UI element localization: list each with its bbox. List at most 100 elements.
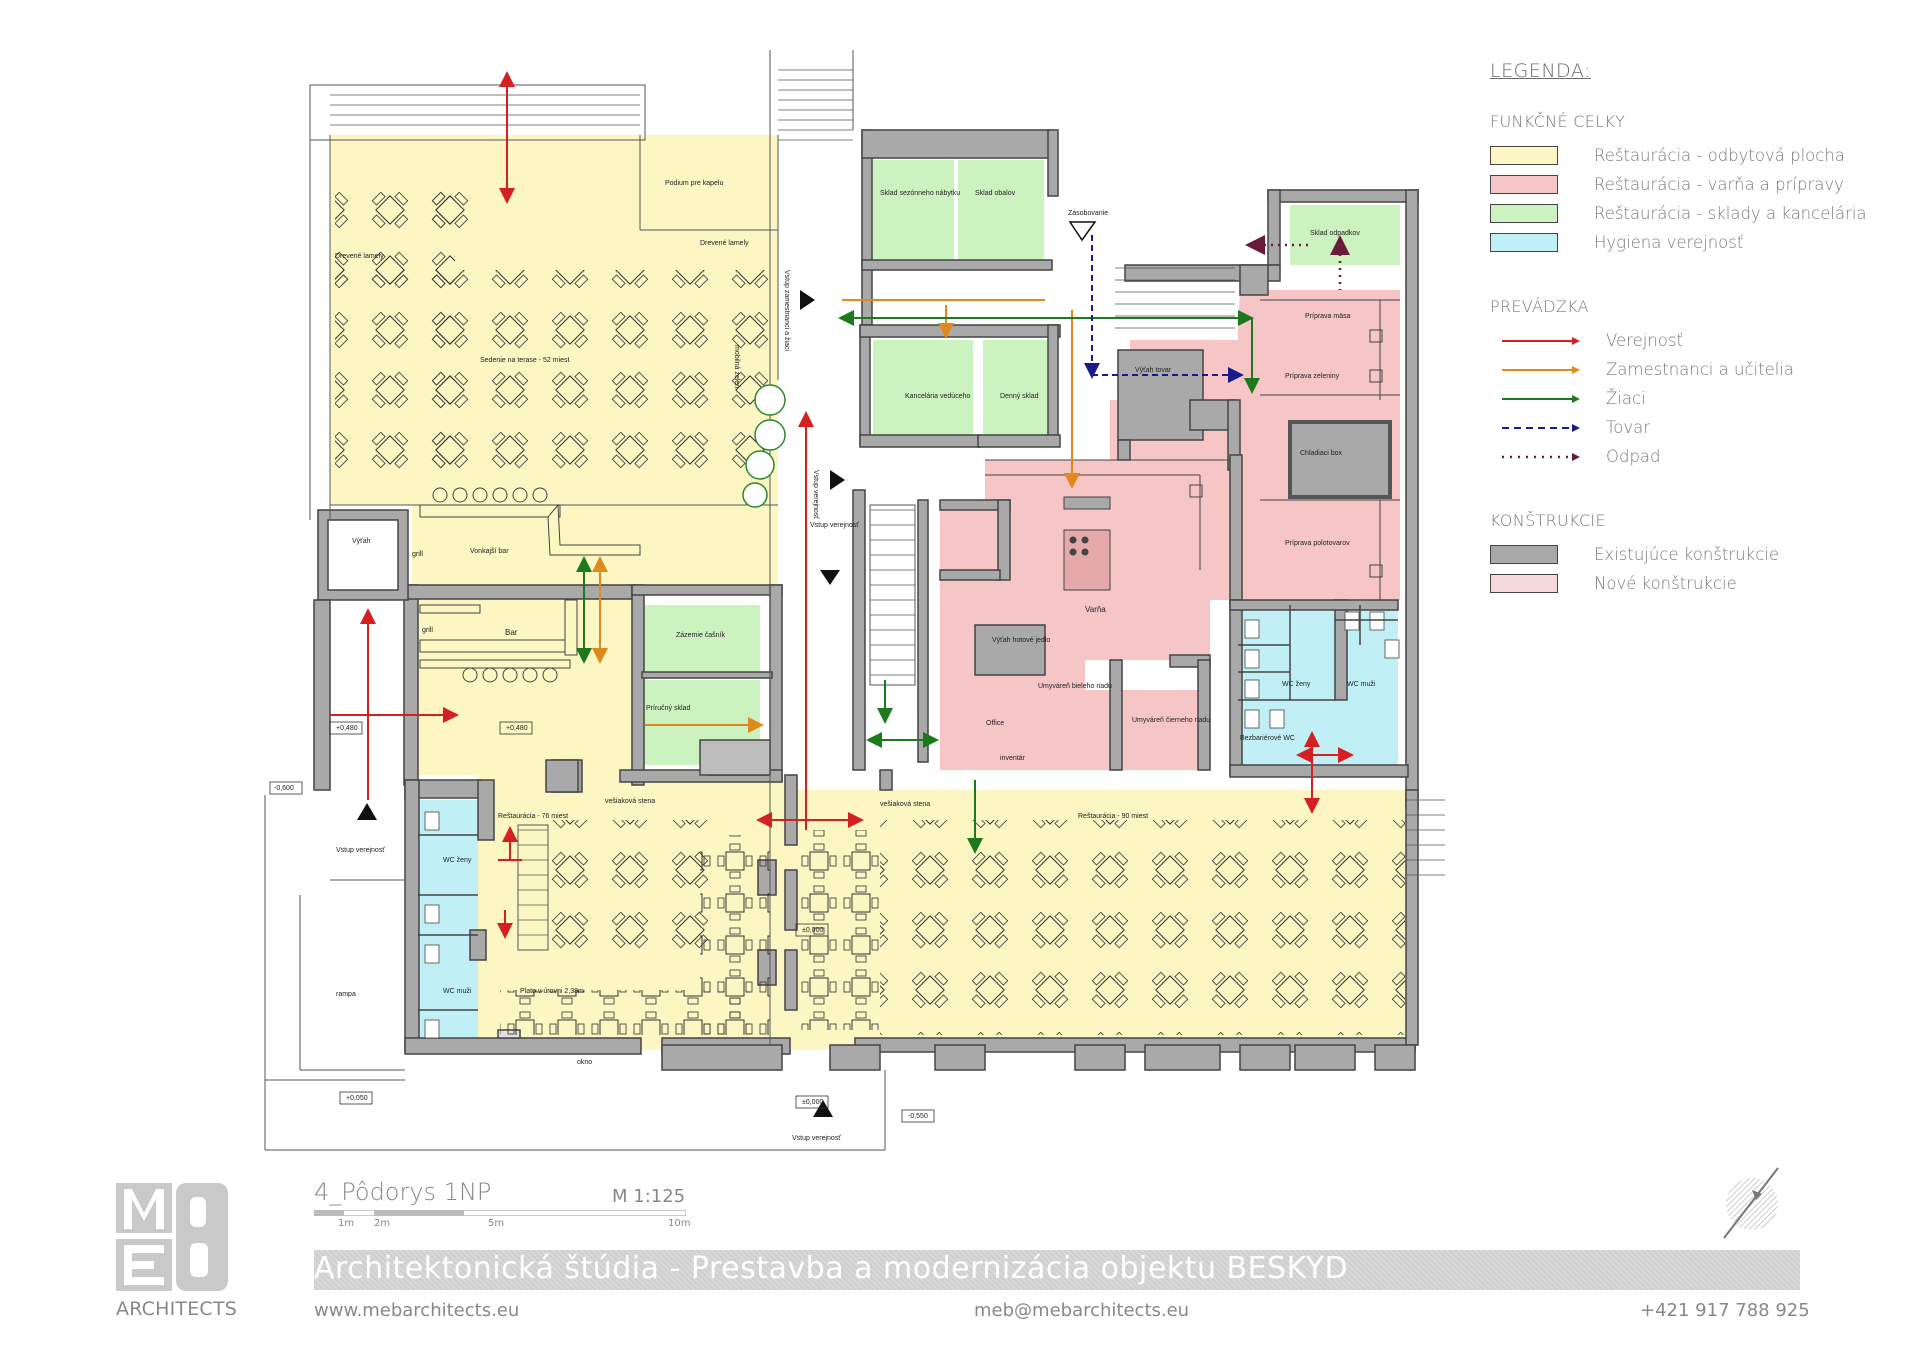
legend-label: Existujúce konštrukcie <box>1594 545 1779 564</box>
storage-sezonny-zone <box>870 160 954 265</box>
legend-item-sklady: Reštaurácia - sklady a kancelária <box>1490 199 1890 228</box>
swatch-hygiena <box>1490 233 1558 252</box>
entrance-markers <box>357 221 1097 1117</box>
label-level-0000-a: ±0,000 <box>802 927 823 934</box>
legend-label: Reštaurácia - sklady a kancelária <box>1594 204 1867 223</box>
swatch-varna <box>1490 175 1558 194</box>
legend-label: Tovar <box>1606 418 1651 437</box>
swatch-existujuce <box>1490 545 1558 564</box>
footer-email-link[interactable]: meb@mebarchitects.eu <box>974 1300 1190 1321</box>
label-okno: okno <box>577 1059 592 1066</box>
legend-item-varna: Reštaurácia - varňa a prípravy <box>1490 170 1890 199</box>
legend-item-odbytova: Reštaurácia - odbytová plocha <box>1490 141 1890 170</box>
kitchen-counters <box>985 299 1400 600</box>
label-priprava-zeleniny: Príprava zeleniny <box>1285 373 1340 380</box>
r90-tables <box>880 820 1405 1035</box>
storage-obalov-zone <box>958 160 1044 265</box>
label-restauracia-76: Reštaurácia - 76 miest <box>498 813 568 820</box>
legend-item-nove: Nové konštrukcie <box>1490 569 1890 598</box>
scale-label-1m: 1m <box>338 1218 355 1229</box>
label-wc-zeny-right: WC ženy <box>1282 681 1311 688</box>
label-sklad-sezonneho: Sklad sezónneho nábytku <box>880 190 960 197</box>
room-labels: Podium pre kapelu Drevené lamely Drevené… <box>274 180 1376 1142</box>
terrace-tables-d <box>410 175 470 235</box>
legend-functional-heading: FUNKČNÉ CELKY <box>1490 112 1626 131</box>
label-bar: Bar <box>505 628 518 637</box>
swatch-nove <box>1490 574 1558 593</box>
label-vesiakova-left: vešiaková stena <box>605 798 655 805</box>
label-umyvaren-bieleho: Umyváreň bieleho riadu <box>1038 683 1112 690</box>
drawing-scale: M 1:125 <box>612 1186 686 1207</box>
footer-website-link[interactable]: www.mebarchitects.eu <box>314 1300 520 1321</box>
label-wc-zeny-left: WC ženy <box>443 857 472 864</box>
label-vytah-left: Výťah <box>352 538 371 545</box>
legend-item-verejnost: Verejnosť <box>1490 326 1890 355</box>
label-vonkajsi-bar: Vonkajší bar <box>470 548 509 555</box>
legend-item-tovar: Tovar <box>1490 413 1890 442</box>
label-kancelaria: Kancelária vedúceho <box>905 393 970 400</box>
scale-label-2m: 2m <box>374 1218 391 1229</box>
legend-label: Zamestnanci a učitelia <box>1606 360 1795 379</box>
north-arrow-icon <box>1723 1167 1779 1239</box>
label-lamely-right: Drevené lamely <box>700 240 749 247</box>
legend-label: Žiaci <box>1606 389 1646 408</box>
label-level-0480-b: +0,480 <box>506 725 528 732</box>
legend: LEGENDA: FUNKČNÉ CELKY Reštaurácia - odb… <box>1490 60 1890 598</box>
daily-storage-zone <box>983 340 1049 435</box>
label-podium: Podium pre kapelu <box>665 180 723 187</box>
label-lamely-left: Drevené lamely <box>335 253 384 260</box>
label-priprava-masa: Príprava mäsa <box>1305 313 1351 320</box>
label-vstup-verejnost-right: Vstup verejnosť <box>810 522 859 529</box>
label-sedenie: Sedenie na terase - 52 miest <box>480 357 570 364</box>
label-vytah-tovar: Výťah tovar <box>1135 367 1172 374</box>
label-wc-muzi-right: WC muži <box>1347 681 1376 688</box>
flow-students <box>576 310 1260 854</box>
flow-goods <box>1084 235 1244 383</box>
wc-fixtures <box>424 611 1400 1039</box>
bar-stools <box>432 487 558 683</box>
label-zasobovanie: Zásobovanie <box>1068 210 1108 217</box>
meb-logo-icon <box>116 1183 228 1291</box>
label-plato: Plato v úrovni 2,38m <box>520 988 584 995</box>
terrace-tables-c <box>410 270 770 470</box>
label-level-0050: +0,050 <box>346 1095 368 1102</box>
legend-label: Verejnosť <box>1606 331 1683 350</box>
label-zazemie: Zázemie čašník <box>676 632 726 639</box>
label-bezbarierove: Bezbariérové WC <box>1240 735 1295 742</box>
swatch-odbytova <box>1490 146 1558 165</box>
walls <box>313 129 1419 1071</box>
terrace-lines <box>264 50 886 1151</box>
label-umyvaren-cierneho: Umyváreň čierneho riadu <box>1132 717 1210 724</box>
footer-phone: +421 917 788 925 <box>1640 1300 1810 1321</box>
label-vytah-hotove: Výťah hotové jedlo <box>992 637 1050 644</box>
mobile-greenery <box>742 384 786 508</box>
legend-label: Odpad <box>1606 447 1661 466</box>
scale-label-5m: 5m <box>488 1218 505 1229</box>
arrow-tovar-icon <box>1502 423 1580 432</box>
meb-logo <box>116 1183 228 1291</box>
label-level-0480-a: +0,480 <box>336 725 358 732</box>
floor-plan: Podium pre kapelu Drevené lamely Drevené… <box>264 50 1445 1151</box>
bar-zone <box>412 595 636 775</box>
label-sklad-odpadkov: Sklad odpadkov <box>1310 230 1360 237</box>
label-vstup-verejnost-left: Vstup verejnosť <box>336 847 385 854</box>
label-rampa: rampa <box>336 991 356 998</box>
banner-text: Architektonická štúdia - Prestavba a mod… <box>314 1251 1349 1286</box>
legend-label: Hygiena verejnosť <box>1594 233 1744 252</box>
scale-bar <box>314 1210 686 1216</box>
label-denny-sklad: Denný sklad <box>1000 393 1039 400</box>
arrow-ziaci-icon <box>1502 394 1580 403</box>
label-prirucny-sklad: Príručný sklad <box>646 705 690 712</box>
r76-bench <box>500 990 750 1035</box>
project-banner: Architektonická štúdia - Prestavba a mod… <box>314 1250 1800 1290</box>
arrow-verejnost-icon <box>1502 336 1580 345</box>
label-office: Office <box>986 720 1004 727</box>
drawing-title: 4_Pôdorys 1NP <box>314 1178 492 1206</box>
legend-construction-heading: KONŠTRUKCIE <box>1490 511 1606 530</box>
label-grill-bar: grill <box>422 627 433 634</box>
wc-partitions <box>418 605 1398 1011</box>
wc-right-zone <box>1238 605 1398 775</box>
label-level-0000-b: ±0,000 <box>802 1099 823 1106</box>
legend-label: Reštaurácia - odbytová plocha <box>1594 146 1845 165</box>
legend-item-zamestnanci: Zamestnanci a učitelia <box>1490 355 1890 384</box>
